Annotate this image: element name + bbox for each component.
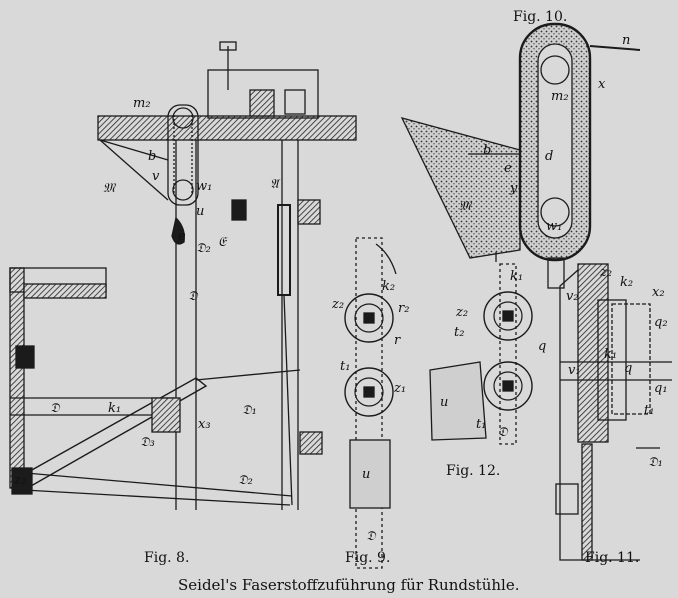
- fig8-caption: Fig. 8.: [144, 550, 190, 566]
- svg-text:y: y: [509, 181, 518, 196]
- svg-text:𝔇₁: 𝔇₁: [242, 403, 257, 418]
- svg-text:k₁: k₁: [510, 269, 523, 284]
- svg-text:𝔄: 𝔄: [270, 177, 281, 192]
- svg-text:x: x: [598, 77, 606, 92]
- svg-text:t₁: t₁: [476, 417, 486, 432]
- figure-11-drawing: [555, 263, 672, 561]
- svg-text:r₂: r₂: [398, 301, 409, 316]
- svg-text:𝔇: 𝔇: [498, 425, 509, 440]
- svg-text:u: u: [440, 395, 448, 410]
- svg-text:u: u: [196, 204, 204, 219]
- fig9-caption: Fig. 9.: [345, 550, 391, 566]
- figure-9-drawing: [344, 237, 397, 569]
- svg-text:t₁: t₁: [644, 403, 654, 418]
- svg-text:𝔐: 𝔐: [103, 181, 117, 196]
- figure-8-drawing: [9, 41, 357, 510]
- svg-text:k₁: k₁: [108, 401, 121, 416]
- svg-text:z₂: z₂: [331, 297, 344, 312]
- svg-text:𝔇: 𝔇: [366, 529, 377, 544]
- svg-text:𝔇₁: 𝔇₁: [648, 455, 663, 470]
- svg-text:k₁: k₁: [604, 347, 617, 362]
- svg-text:t₂: t₂: [454, 325, 464, 340]
- plate-caption: Seidel's Faserstoffzuführung für Rundstü…: [178, 576, 520, 594]
- svg-text:t₁: t₁: [340, 359, 350, 374]
- svg-text:𝔇: 𝔇: [188, 289, 199, 304]
- svg-text:z₂: z₂: [13, 473, 26, 488]
- svg-text:𝔇₂: 𝔇₂: [238, 473, 253, 488]
- svg-text:z₁: z₁: [393, 381, 406, 396]
- svg-text:u: u: [362, 467, 370, 482]
- svg-text:e: e: [504, 161, 512, 176]
- svg-text:m₂: m₂: [551, 89, 569, 104]
- svg-text:k₂: k₂: [382, 279, 395, 294]
- svg-text:𝔇₃: 𝔇₃: [140, 435, 155, 450]
- figure-10-drawing: [400, 22, 641, 289]
- svg-text:x₂: x₂: [652, 285, 665, 300]
- svg-text:w₁: w₁: [196, 179, 212, 194]
- svg-text:𝔐: 𝔐: [459, 199, 473, 214]
- svg-text:z₂: z₂: [599, 265, 612, 280]
- svg-text:w₁: w₁: [546, 219, 562, 234]
- svg-text:𝔇₂: 𝔇₂: [196, 241, 211, 256]
- svg-text:𝔇: 𝔇: [50, 401, 61, 416]
- svg-text:n: n: [622, 33, 630, 48]
- svg-text:v: v: [152, 169, 160, 184]
- svg-text:r: r: [394, 333, 401, 348]
- fig11-caption: Fig. 11.: [585, 550, 640, 566]
- svg-text:q₁: q₁: [654, 381, 668, 396]
- svg-text:v₁: v₁: [568, 363, 581, 378]
- svg-text:q: q: [538, 339, 546, 354]
- fig10-caption: Fig. 10.: [513, 9, 568, 25]
- svg-text:m₂: m₂: [133, 96, 151, 111]
- svg-text:b: b: [148, 149, 156, 164]
- fig12-caption: Fig. 12.: [446, 463, 501, 479]
- figure-12-drawing: [429, 252, 533, 445]
- svg-text:x₃: x₃: [198, 417, 211, 432]
- svg-text:k₂: k₂: [620, 275, 633, 290]
- svg-text:e: e: [178, 229, 186, 244]
- svg-text:𝔈: 𝔈: [218, 235, 228, 250]
- svg-text:z₂: z₂: [455, 305, 468, 320]
- svg-text:q₂: q₂: [654, 315, 668, 330]
- svg-text:d: d: [545, 149, 553, 164]
- svg-text:v₂: v₂: [566, 289, 579, 304]
- svg-text:q: q: [624, 361, 632, 376]
- svg-text:b: b: [483, 143, 491, 158]
